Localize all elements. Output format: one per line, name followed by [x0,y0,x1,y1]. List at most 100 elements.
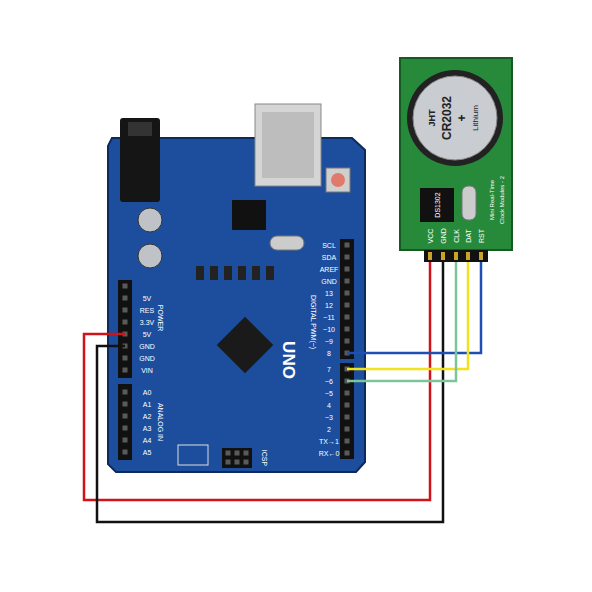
header-hole [345,427,350,432]
module-label: DAT [465,229,472,242]
board-label: 3.3V [140,319,154,326]
header-hole [123,308,128,313]
header-hole [123,320,128,325]
board-label: UNO [280,341,297,379]
header-hole [123,296,128,301]
board-label: TX→1 [319,438,339,445]
jumper-wire [365,262,468,369]
reset-button [326,168,350,192]
board-label: VIN [141,367,153,374]
pin-outline [178,445,208,465]
rtc-module-board: JHTCR2032+LithiumDS1302VCCGNDCLKDATRSTMi… [400,58,512,262]
board-label: 8 [327,350,331,357]
jumper-wire [365,262,456,381]
crystal [270,236,304,250]
header-hole [345,339,350,344]
header-hole [345,439,350,444]
microcontroller [217,317,274,374]
header-hole [123,284,128,289]
wire-stub [347,352,365,355]
board-label: ~9 [325,338,333,345]
jumper-wire [365,262,481,353]
board-label: ~3 [325,414,333,421]
header-pin [441,252,445,260]
header-hole [345,291,350,296]
analog-header [118,384,132,460]
wire-stub [347,368,365,371]
board-label: A1 [143,401,152,408]
module-label: CLK [453,229,460,243]
board-label: ~11 [323,314,334,321]
digital-header [340,363,354,459]
usb-chip [232,200,266,230]
header-hole [345,255,350,260]
coin-cell [413,76,497,160]
header-hole [235,451,240,456]
board-label: A0 [143,389,152,396]
board-label: A4 [143,437,152,444]
battery-holder [407,70,503,166]
header-hole [345,327,350,332]
header-hole [244,451,249,456]
module-label: GND [440,228,447,244]
header-hole [123,426,128,431]
board-label: SDA [322,254,336,261]
capacitor [138,244,162,268]
module-label: Mini Real-Time [489,180,495,220]
board-label: AREF [320,266,339,273]
board-label: RX←0 [319,450,340,457]
header-hole [345,451,350,456]
header-hole [123,356,128,361]
board-label: ANALOG IN [157,403,164,441]
board-label: POWER [157,305,164,331]
header-hole [345,315,350,320]
dc-jack-hole [128,122,152,136]
module-label: JHT [428,109,437,126]
resistor [252,266,260,280]
resistor [224,266,232,280]
header-holes [123,243,350,465]
header-hole [235,460,240,465]
header-hole [123,402,128,407]
header-hole [123,368,128,373]
digital-header [340,239,354,359]
board-label: 4 [327,402,331,409]
reset-cap [331,173,345,187]
rtc-module [400,58,512,250]
header-hole [123,450,128,455]
module-label: CR2032 [441,96,453,140]
header-hole [345,303,350,308]
board-label: GND [139,343,155,350]
usb-port [255,104,321,186]
board-label: ~6 [325,378,333,385]
power-header [118,280,132,378]
header-pin [454,252,458,260]
dc-jack [120,118,160,202]
header-pin [479,252,483,260]
header-hole [123,390,128,395]
header-hole [345,243,350,248]
header-pin [466,252,470,260]
icsp-header [222,448,252,468]
crystal [462,186,476,220]
header-hole [123,414,128,419]
board-label: 12 [325,302,333,309]
board-label: ~10 [323,326,335,333]
resistor [196,266,204,280]
module-label: VCC [427,229,434,244]
board-label: DIGITAL PWM(~) [310,295,317,349]
module-label: Lithium [472,105,480,131]
header-hole [345,403,350,408]
board-label: 5V [143,295,152,302]
module-label: + [456,114,468,121]
board-label: 5V [143,331,152,338]
board-label: A3 [143,425,152,432]
header-hole [345,267,350,272]
capacitor [138,208,162,232]
header-hole [226,460,231,465]
board-label: GND [321,278,337,285]
wire-stub [347,380,365,383]
resistor [210,266,218,280]
board-label: RES [140,307,154,314]
